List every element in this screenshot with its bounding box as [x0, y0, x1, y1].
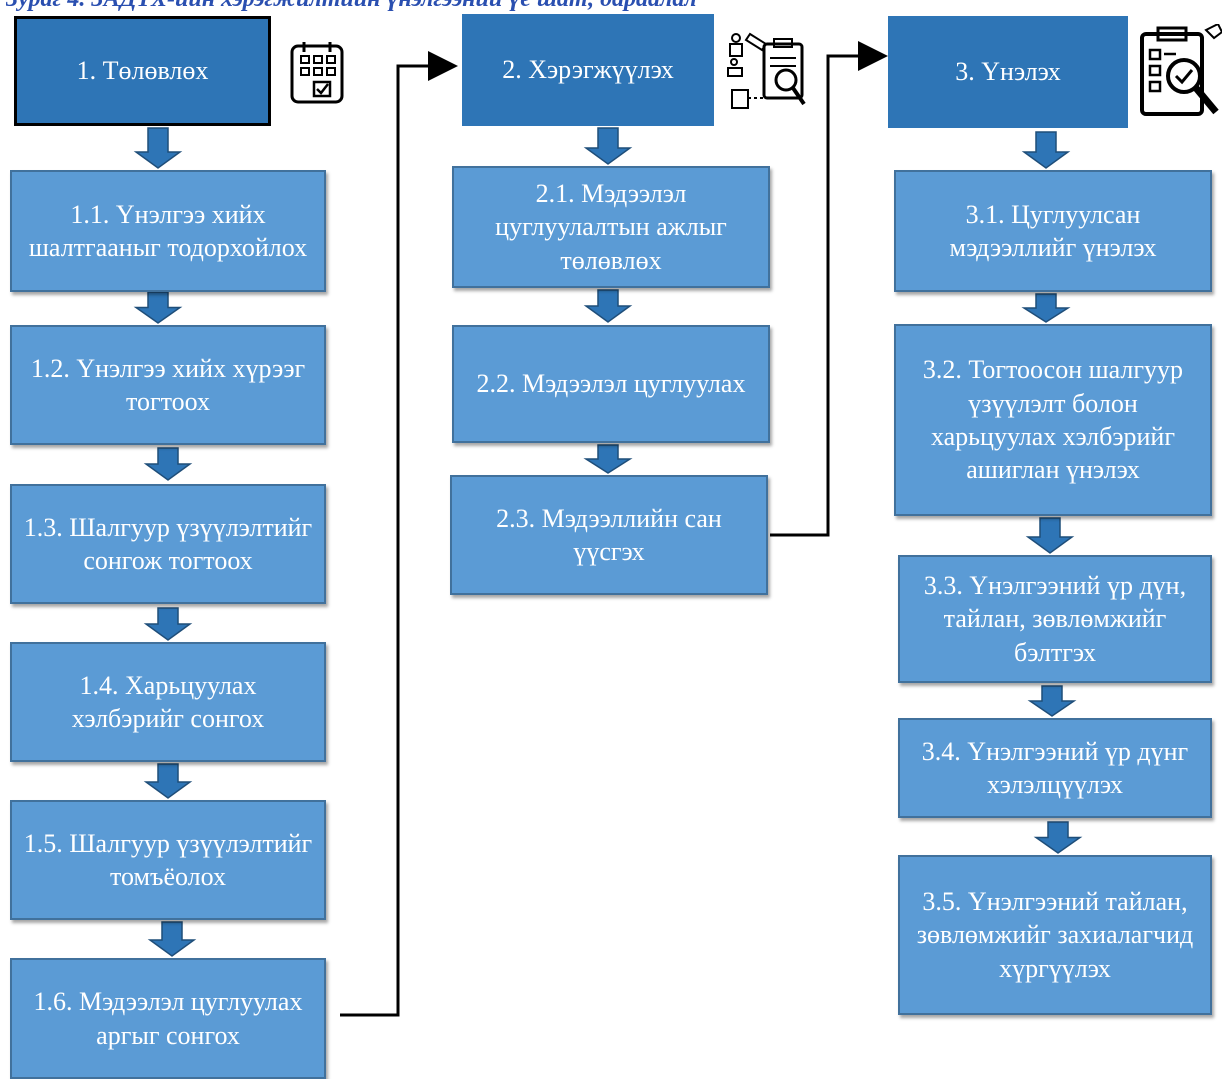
step-1-2: 1.2. Үнэлгээ хийх хүрээг тогтоох [10, 325, 326, 445]
implementation-clipboard-icon [727, 32, 806, 109]
down-arrow-14 [1033, 821, 1083, 854]
phase-1-title: 1. Төлөвлөх [76, 56, 209, 86]
down-arrow-1 [133, 127, 183, 169]
step-1-1: 1.1. Үнэлгээ хийх шалтгааныг тодорхойлох [10, 170, 326, 292]
phase-3-header: 3. Үнэлэх [888, 16, 1128, 128]
phase-1-header: 1. Төлөвлөх [14, 16, 271, 126]
connector-phase2-to-phase3 [770, 41, 888, 537]
down-arrow-12 [1025, 517, 1075, 554]
step-2-3: 2.3. Мэдээллийн сан үүсгэх [450, 475, 768, 595]
down-arrow-13 [1027, 685, 1077, 717]
down-arrow-7 [583, 127, 633, 165]
flow-arrows [133, 127, 1083, 957]
down-arrow-11 [1021, 293, 1071, 323]
step-1-5: 1.5. Шалгуур үзүүлэлтийг томъёолох [10, 800, 326, 920]
step-1-6: 1.6. Мэдээлэл цуглуулах аргыг сонгох [10, 958, 326, 1079]
step-3-3: 3.3. Үнэлгээний үр дүн, тайлан, зөвлөмжи… [898, 555, 1212, 683]
down-arrow-2 [133, 291, 183, 324]
down-arrow-9 [583, 444, 633, 474]
step-2-2: 2.2. Мэдээлэл цуглуулах [452, 325, 770, 443]
phase-2-header: 2. Хэрэгжүүлэх [462, 14, 714, 126]
step-1-4: 1.4. Харьцуулах хэлбэрийг сонгох [10, 642, 326, 762]
down-arrow-4 [143, 607, 193, 641]
down-arrow-6 [147, 921, 197, 957]
figure-caption: Зураг 4. ЗАДТХ-ийн хэрэгжилтийн үнэлгээн… [6, 0, 1006, 14]
step-3-4: 3.4. Үнэлгээний үр дүнг хэлэлцүүлэх [898, 718, 1212, 818]
evaluation-magnifier-icon [1140, 24, 1222, 116]
down-arrow-5 [143, 763, 193, 799]
step-1-3: 1.3. Шалгуур үзүүлэлтийг сонгож тогтоох [10, 484, 326, 604]
connector-phase1-to-phase2 [340, 51, 458, 1017]
phase-3-title: 3. Үнэлэх [955, 57, 1061, 87]
down-arrow-3 [143, 447, 193, 481]
phase-2-title: 2. Хэрэгжүүлэх [502, 55, 674, 85]
down-arrow-8 [583, 289, 633, 323]
step-3-5: 3.5. Үнэлгээний тайлан, зөвлөмжийг захиа… [898, 855, 1212, 1015]
step-3-1: 3.1. Цуглуулсан мэдээллийг үнэлэх [894, 170, 1212, 292]
step-2-1: 2.1. Мэдээлэл цуглуулалтын ажлыг төлөвлө… [452, 166, 770, 288]
planning-checklist-icon [290, 42, 344, 104]
down-arrow-10 [1021, 131, 1071, 169]
step-3-2: 3.2. Тогтоосон шалгуур үзүүлэлт болон ха… [894, 324, 1212, 516]
